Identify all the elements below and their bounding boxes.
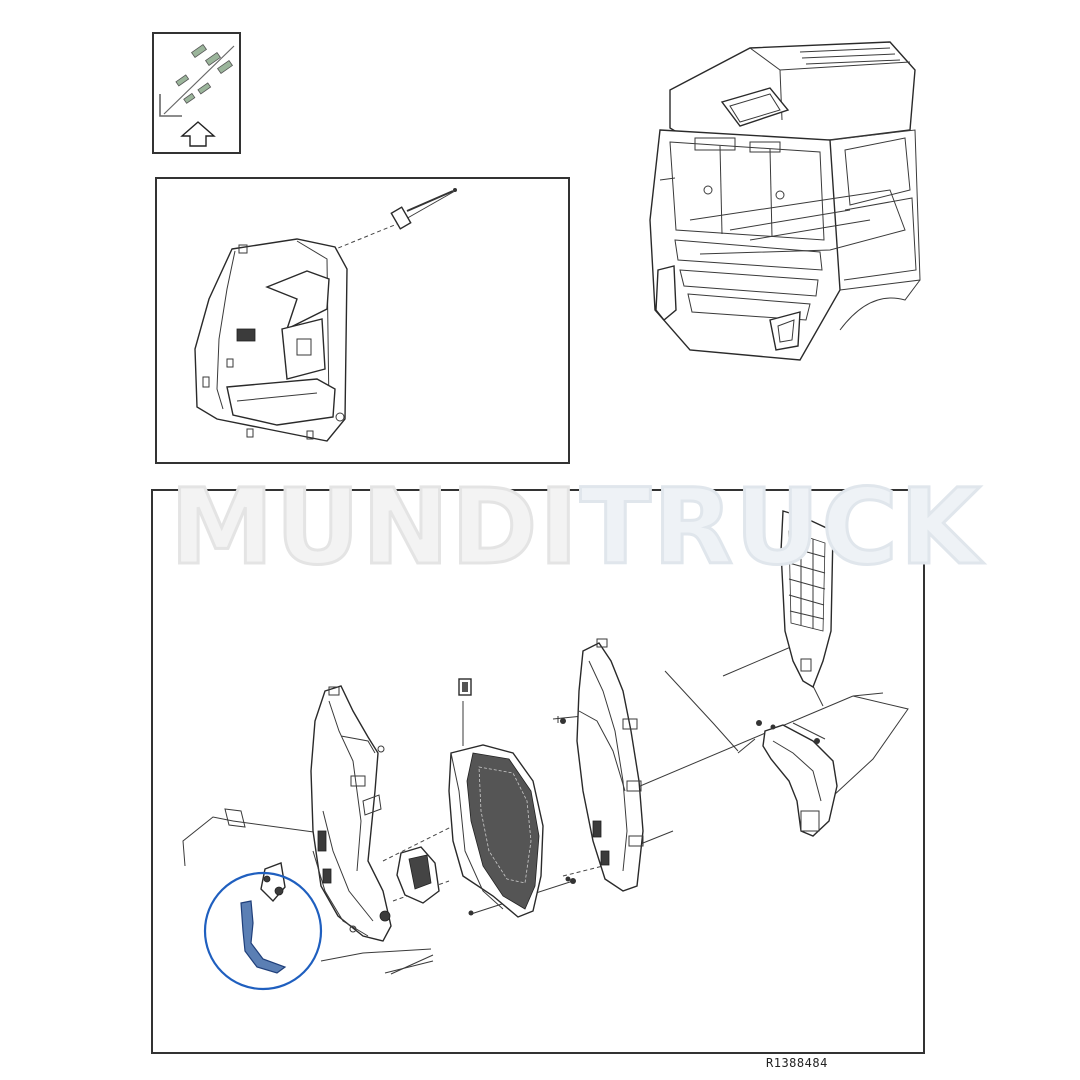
mounting-frame-part: [560, 638, 644, 892]
view-indicator-box: [152, 32, 241, 154]
screw-icon: [390, 188, 457, 230]
exploded-view-drawing: [182, 510, 909, 991]
detail-inset-panel: [155, 177, 570, 464]
right-bracket-part: [756, 720, 838, 837]
exploded-view-arrow-icon: [159, 43, 235, 147]
corner-panel-detail-drawing: [194, 188, 457, 442]
highlight-circle: [203, 871, 323, 991]
side-cowl-part: [310, 685, 392, 942]
truck-cab-overview: [630, 30, 930, 380]
leader-lines: [182, 645, 909, 975]
exploded-view-panel: [151, 489, 925, 1054]
fog-lamp-part: [396, 846, 440, 904]
grille-panel-part: [780, 510, 834, 689]
truck-cab-icon: [649, 41, 921, 361]
bracket-part-icon: [240, 900, 287, 974]
headlamp-part: [448, 678, 544, 918]
highlighted-bracket: [240, 862, 287, 974]
figure-reference: R1388484: [766, 1056, 828, 1070]
